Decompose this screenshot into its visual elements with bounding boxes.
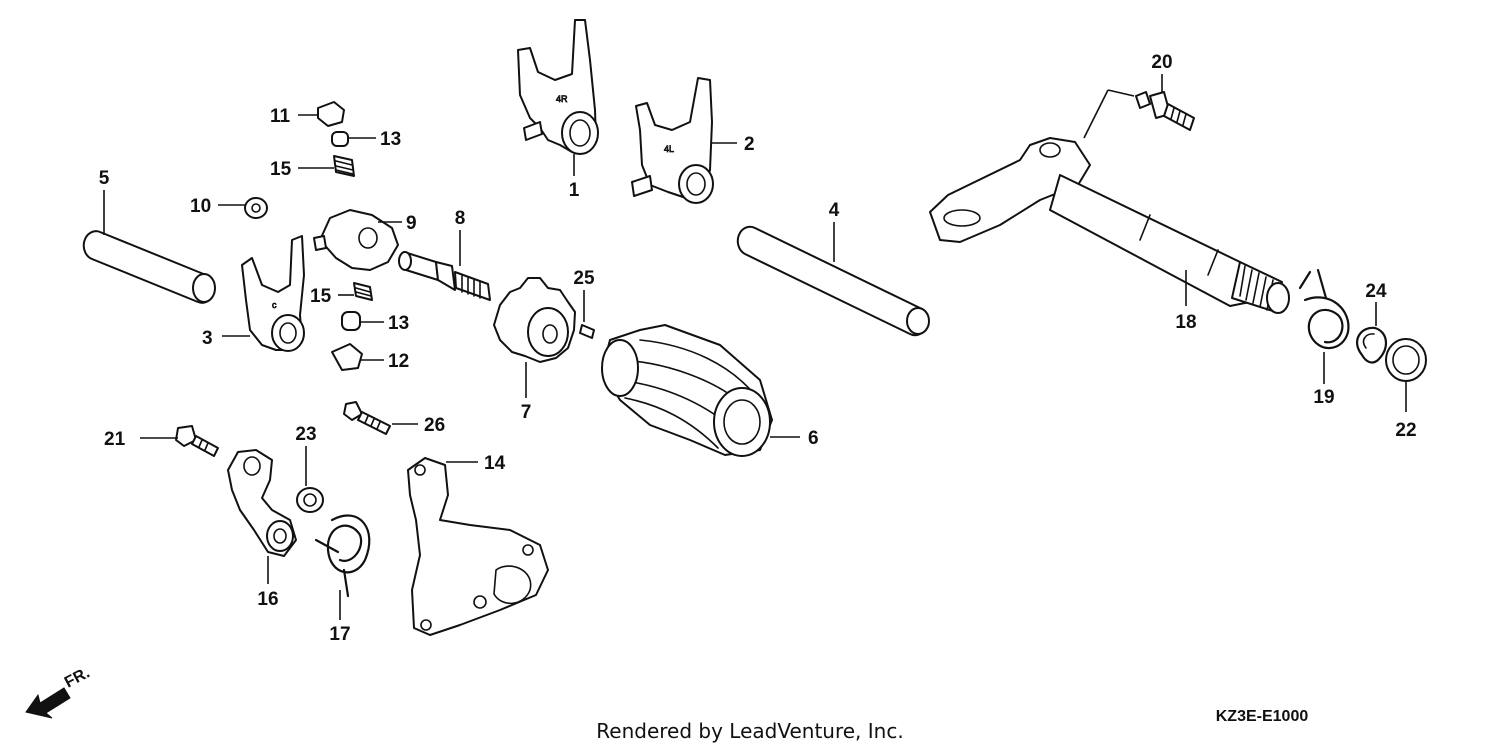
callout-11: 11 [270, 106, 291, 127]
front-direction-indicator: FR. [25, 664, 93, 719]
callout-15-top: 15 [270, 159, 292, 180]
callout-13-top: 13 [380, 129, 401, 150]
callout-7: 7 [521, 402, 532, 423]
callout-23: 23 [295, 424, 316, 445]
part-2-shift-fork[interactable]: 4L [631, 77, 714, 204]
callout-2: 2 [744, 134, 755, 155]
callout-16: 16 [257, 589, 278, 610]
part-22-oil-seal[interactable] [1385, 338, 1427, 382]
callout-4: 4 [829, 200, 840, 221]
callout-13-mid: 13 [388, 313, 409, 334]
part-19-return-spring[interactable] [1298, 268, 1350, 350]
part-1-shift-fork[interactable]: 4R [517, 19, 599, 155]
callout-20: 20 [1151, 52, 1172, 73]
part-18-gearshift-spindle[interactable] [929, 137, 1290, 314]
part-25-dowel-pin[interactable] [579, 324, 595, 339]
svg-text:4L: 4L [664, 144, 674, 154]
part-24-circlip[interactable] [1356, 326, 1387, 364]
callout-12: 12 [388, 351, 409, 372]
callout-1: 1 [569, 180, 580, 201]
part-21-bolt[interactable] [175, 425, 219, 457]
front-arrow-icon [25, 687, 71, 719]
part-26-bolt[interactable] [343, 401, 391, 435]
part-7-drum-center[interactable] [493, 277, 576, 363]
diagram-code: KZ3E-E1000 [1216, 708, 1309, 725]
callout-17: 17 [329, 624, 350, 645]
callout-6: 6 [808, 428, 819, 449]
callout-18: 18 [1175, 312, 1196, 333]
part-8-bolt[interactable] [398, 251, 491, 301]
callout-21: 21 [104, 429, 126, 450]
callout-8: 8 [455, 208, 466, 229]
part-23-washer[interactable] [296, 487, 324, 513]
callout-3: 3 [202, 328, 213, 349]
part-17-return-spring[interactable] [314, 514, 371, 598]
part-5-fork-shaft[interactable] [82, 230, 216, 304]
part-13-plug-top[interactable] [331, 131, 349, 147]
svg-text:4R: 4R [556, 94, 568, 104]
callout-15-mid: 15 [310, 286, 332, 307]
svg-text:c: c [272, 300, 277, 310]
part-20-bolt[interactable] [1135, 91, 1195, 131]
callout-14: 14 [484, 453, 506, 474]
callout-9: 9 [406, 213, 417, 234]
part-15-spring-mid[interactable] [353, 282, 373, 301]
part-6-shift-drum[interactable] [601, 324, 773, 457]
part-3-shift-fork[interactable]: c [241, 235, 305, 352]
part-14-guide-plate[interactable] [407, 457, 549, 636]
callout-22: 22 [1395, 420, 1416, 441]
callout-25: 25 [573, 268, 595, 289]
part-13-plug-mid[interactable] [341, 311, 361, 331]
callout-19: 19 [1313, 387, 1334, 408]
callout-26: 26 [424, 415, 445, 436]
part-11-cap[interactable] [317, 101, 345, 127]
callout-5: 5 [99, 168, 110, 189]
front-label: FR. [62, 664, 93, 691]
part-15-spring-top[interactable] [333, 155, 355, 177]
part-16-drum-stopper-arm[interactable] [227, 449, 297, 557]
callout-labels: 1 2 3 4 5 6 7 8 9 10 11 12 13 13 14 15 1… [99, 52, 1417, 645]
part-9-shift-drum-stopper[interactable] [313, 209, 399, 271]
part-12-cap[interactable] [331, 343, 363, 371]
callout-24: 24 [1365, 281, 1387, 302]
part-10-washer[interactable] [244, 197, 268, 219]
callout-10: 10 [190, 196, 211, 217]
part-4-fork-shaft[interactable] [736, 225, 930, 337]
credit-text: Rendered by LeadVenture, Inc. [596, 719, 903, 743]
